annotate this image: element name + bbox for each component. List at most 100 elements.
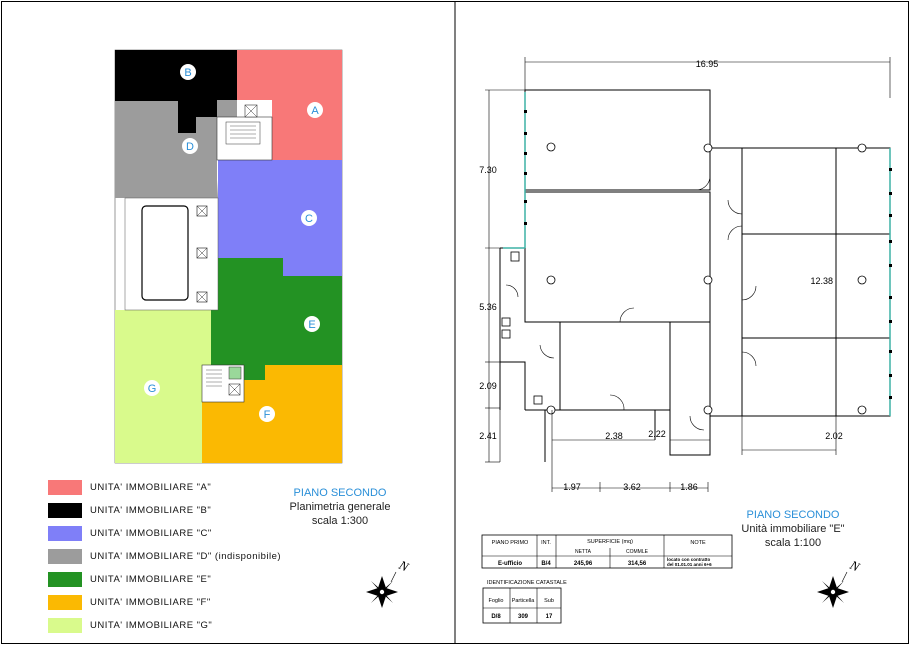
legend-label: UNITA' IMMOBILIARE "F" (90, 596, 211, 608)
dimension-labels: 7.30 5.36 2.09 2.41 12.38 2.38 2.22 2.02… (479, 165, 843, 492)
cadastral-value-foglio: D/8 (491, 614, 501, 620)
cadastral-header-foglio: Foglio (489, 598, 504, 604)
dim-left-1: 7.30 (479, 165, 497, 175)
cadastral-table: IDENTIFICAZIONE CATASTALE Foglio Partice… (482, 580, 567, 624)
dim-bottom-1: 1.97 (563, 482, 581, 492)
windows (503, 92, 891, 416)
table-header-commle: COMMLE (626, 549, 649, 555)
table-header-note: NOTE (690, 540, 706, 546)
right-caption-title: PIANO SECONDO (746, 509, 840, 521)
table-cell-note-2: del 01.01.01 anni 6+6 (667, 562, 712, 567)
legend-item: UNITA' IMMOBILIARE "B" (48, 502, 211, 518)
unit-c-area (218, 160, 342, 276)
compass-rose-icon: N (366, 557, 412, 608)
compass-letter: N (847, 557, 863, 575)
unit-d-area (115, 100, 237, 198)
unit-marker-d (182, 138, 198, 154)
legend-item: UNITA' IMMOBILIARE "D" (indisponibile) (48, 548, 281, 564)
table-header-int: INT. (541, 540, 551, 546)
unit-g-area (115, 310, 211, 463)
legend-item: UNITA' IMMOBILIARE "F" (48, 594, 211, 610)
table-cell-int: B/4 (541, 561, 551, 567)
unit-marker-b-letter: B (184, 67, 191, 79)
unit-marker-a (307, 102, 323, 118)
dim-right-room: 12.38 (810, 276, 833, 286)
right-caption-line2: scala 1:100 (764, 537, 822, 549)
courtyard (124, 197, 219, 311)
dim-mid-2: 2.22 (648, 429, 666, 439)
unit-marker-c (301, 210, 317, 226)
unit-marker-e-letter: E (308, 319, 315, 331)
table-cell-piano: E-ufficio (498, 561, 522, 567)
dimension-left (485, 89, 525, 463)
legend-swatch (48, 594, 82, 610)
dim-left-3: 2.09 (479, 381, 497, 391)
column-markers (501, 142, 867, 415)
compass-rose-icon: N (817, 557, 863, 608)
dim-right-bottom: 2.02 (825, 431, 843, 441)
cadastral-value-particella: 309 (518, 614, 529, 620)
dimension-top (524, 57, 891, 98)
stair-core-bottom (201, 364, 245, 403)
dim-bottom-3: 1.86 (680, 482, 698, 492)
cadastral-value-sub: 17 (546, 614, 553, 620)
right-caption-line1: Unità immobiliare "E" (741, 523, 845, 535)
surface-table: PIANO PRIMO INT. SUPERFICIE (mq) NETTA C… (481, 534, 733, 569)
window-markers (524, 110, 892, 399)
table-header-superficie: SUPERFICIE (mq) (587, 539, 633, 545)
cadastral-title: IDENTIFICAZIONE CATASTALE (487, 580, 567, 586)
legend-item: UNITA' IMMOBILIARE "E" (48, 571, 211, 587)
legend-swatch (48, 479, 82, 495)
unit-marker-a-letter: A (311, 105, 319, 117)
unit-b-area (115, 50, 237, 133)
legend-swatch (48, 571, 82, 587)
dim-bottom-2: 3.62 (623, 482, 641, 492)
legend-item: UNITA' IMMOBILIARE "G" (48, 617, 212, 633)
legend-label: UNITA' IMMOBILIARE "B" (90, 504, 212, 516)
legend-label: UNITA' IMMOBILIARE "D" (indisponibile) (90, 550, 282, 562)
dim-left-4: 2.41 (479, 431, 497, 441)
unit-marker-c-letter: C (305, 213, 313, 225)
legend-swatch (48, 617, 82, 633)
compass-letter: N (396, 557, 412, 575)
unit-marker-g (144, 380, 160, 396)
dim-left-2: 5.36 (479, 302, 497, 312)
unit-marker-b (180, 64, 196, 80)
table-cell-note-1: locato con contratto (667, 557, 711, 562)
legend-swatch (48, 525, 82, 541)
table-cell-commle: 314,56 (628, 561, 647, 567)
general-floor-plan: B A D C E G F (114, 49, 343, 464)
left-caption-line2: scala 1:300 (311, 515, 369, 527)
legend-item: UNITA' IMMOBILIARE "C" (48, 525, 212, 541)
unit-markers: B A D C E G F (144, 64, 323, 422)
cadastral-header-sub: Sub (544, 598, 554, 604)
unit-marker-e (304, 316, 320, 332)
unit-a-area (237, 50, 342, 160)
cadastral-header-particella: Particella (512, 598, 536, 604)
unit-e-floor-plan: 16.95 (485, 57, 892, 492)
legend-item: UNITA' IMMOBILIARE "A" (48, 479, 211, 495)
table-header-piano: PIANO PRIMO (492, 540, 529, 546)
left-caption: PIANO SECONDO Planimetria generale scala… (265, 486, 415, 528)
dim-mid-1: 2.38 (605, 431, 623, 441)
unit-marker-f (259, 406, 275, 422)
unit-marker-d-letter: D (186, 141, 194, 153)
dimension-top-label: 16.95 (696, 59, 719, 69)
legend-label: UNITA' IMMOBILIARE "E" (90, 573, 212, 585)
stair-core-top (216, 104, 273, 161)
legend-label: UNITA' IMMOBILIARE "A" (90, 481, 212, 493)
legend-swatch (48, 502, 82, 518)
dimension-bottom (499, 410, 837, 492)
unit-marker-g-letter: G (148, 383, 157, 395)
right-caption: PIANO SECONDO Unità immobiliare "E" scal… (718, 508, 868, 550)
legend-label: UNITA' IMMOBILIARE "C" (90, 527, 212, 539)
table-header-netta: NETTA (575, 549, 592, 555)
unit-marker-f-letter: F (264, 409, 271, 421)
legend-swatch (48, 548, 82, 564)
unit-e-area (211, 258, 342, 380)
left-caption-line1: Planimetria generale (289, 501, 391, 513)
table-cell-netta: 245,96 (574, 561, 593, 567)
left-caption-title: PIANO SECONDO (293, 487, 387, 499)
legend-label: UNITA' IMMOBILIARE "G" (90, 619, 213, 631)
